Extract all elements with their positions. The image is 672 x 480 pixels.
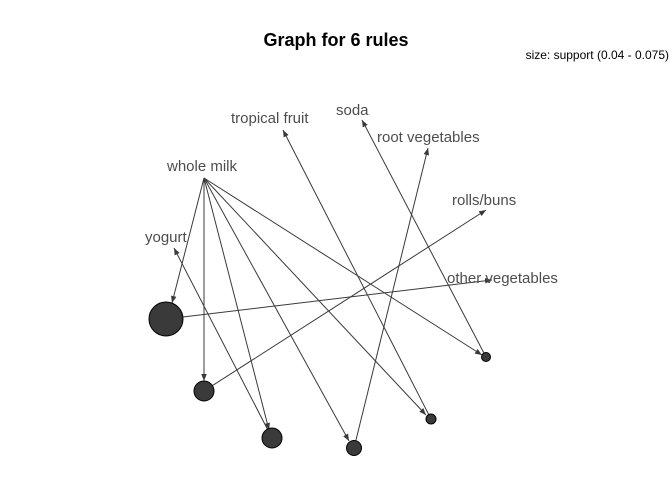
- rule-node-r6: [481, 352, 491, 362]
- item-labels: whole milk tropical fruit soda root vegetab…: [145, 102, 558, 287]
- item-label-root-vegetables: root vegetables: [377, 129, 480, 146]
- edge-rhs-r5: [282, 129, 430, 415]
- edge-rhs-r4: [355, 147, 430, 441]
- edge-lhs-r4: [203, 177, 350, 442]
- edge-lhs-r1: [171, 177, 205, 304]
- edge-rhs-r3: [173, 247, 268, 430]
- graph-title: Graph for 6 rules: [263, 30, 408, 50]
- edge-lhs-r3: [203, 177, 270, 431]
- rule-nodes: [148, 301, 491, 456]
- item-label-rolls-buns: rolls/buns: [452, 192, 516, 209]
- item-label-yogurt: yogurt: [145, 229, 188, 246]
- graph-edges: [171, 119, 493, 442]
- item-label-whole-milk: whole milk: [166, 158, 238, 175]
- item-label-soda: soda: [336, 102, 369, 119]
- rule-node-r4: [346, 440, 362, 456]
- edge-rhs-r6: [361, 119, 485, 354]
- graph-legend: size: support (0.04 - 0.075): [526, 48, 669, 62]
- edge-rhs-r2: [212, 209, 487, 387]
- item-label-other-vegetables: other vegetables: [447, 270, 558, 287]
- item-label-tropical-fruit: tropical fruit: [231, 110, 309, 127]
- rule-node-r1: [148, 301, 184, 337]
- rule-node-r2: [193, 380, 215, 402]
- edge-rhs-r1: [182, 278, 493, 318]
- edge-lhs-r6: [203, 177, 483, 356]
- rule-node-r3: [261, 427, 283, 449]
- edge-lhs-r5: [203, 177, 427, 416]
- rule-node-r5: [425, 413, 437, 425]
